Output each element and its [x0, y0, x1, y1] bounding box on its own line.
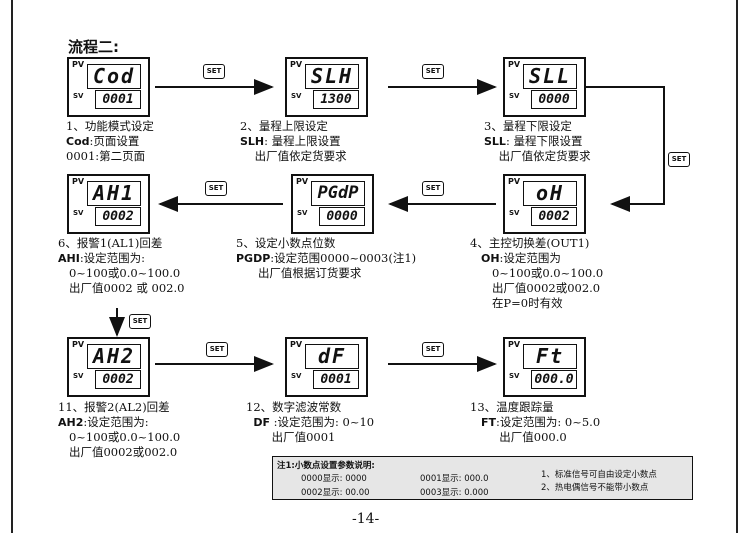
set-button[interactable]: SET [203, 64, 225, 79]
page-border-left [11, 0, 13, 533]
display-panel-pgdp: PV PGdP SV 0000 [291, 174, 374, 234]
pv-label: PV [72, 177, 85, 186]
pv-label: PV [508, 60, 521, 69]
pv-label: PV [508, 340, 521, 349]
desc-df: 12、数字滤波常数 DF :设定范围为: 0~10 出厂值0001 [246, 400, 375, 444]
pv-display: oH [523, 181, 577, 206]
note-box: 注1:小数点设置参数说明: 0000显示: 0000 0001显示: 000.0… [272, 456, 693, 500]
desc-ft: 13、温度跟踪量 FT:设定范围为: 0~5.0 出厂值000.0 [470, 400, 601, 444]
pv-label: PV [296, 177, 309, 186]
sv-label: SV [73, 372, 84, 380]
note-title: 注1:小数点设置参数说明: [277, 461, 375, 471]
set-button[interactable]: SET [422, 342, 444, 357]
sv-label: SV [509, 92, 520, 100]
pv-display: Ft [523, 344, 577, 369]
display-panel-df: PV dF SV 0001 [285, 337, 368, 397]
desc-slh: 2、量程上限设定 SLH: 量程上限设置 出厂值依定货要求 [240, 119, 347, 163]
display-panel-ah2: PV AH2 SV 0002 [67, 337, 150, 397]
sv-display: 0002 [95, 370, 141, 389]
note-item: 0001显示: 000.0 [420, 474, 489, 484]
page-border-right [736, 0, 738, 533]
pv-display: SLH [305, 64, 359, 89]
desc-pgdp: 5、设定小数点位数 PGDP:设定范围0000~0003(注1) 出厂值根据订货… [236, 236, 417, 280]
desc-ah1: 6、报警1(AL1)回差 AHI:设定范围为: 0~100或0.0~100.0 … [58, 236, 185, 295]
desc-sll: 3、量程下限设定 SLL: 量程下限设置 出厂值依定货要求 [484, 119, 591, 163]
note-item: 2、热电偶信号不能带小数点 [541, 483, 649, 493]
note-item: 1、标准信号可自由设定小数点 [541, 470, 657, 480]
note-item: 0000显示: 0000 [301, 474, 367, 484]
pv-display: AH1 [87, 181, 141, 206]
desc-ah2: 11、报警2(AL2)回差 AH2:设定范围为: 0~100或0.0~100.0… [58, 400, 181, 459]
sv-label: SV [291, 372, 302, 380]
sv-label: SV [73, 92, 84, 100]
sv-label: SV [297, 209, 308, 217]
pv-display: dF [305, 344, 359, 369]
display-panel-ft: PV Ft SV 000.0 [503, 337, 586, 397]
page-heading: 流程二: [68, 38, 119, 56]
sv-label: SV [509, 209, 520, 217]
sv-display: 1300 [313, 90, 359, 109]
set-button[interactable]: SET [205, 181, 227, 196]
pv-label: PV [72, 340, 85, 349]
note-item: 0002显示: 00.00 [301, 488, 370, 498]
set-button[interactable]: SET [129, 314, 151, 329]
note-item: 0003显示: 0.000 [420, 488, 489, 498]
set-button[interactable]: SET [422, 181, 444, 196]
display-panel-ah1: PV AH1 SV 0002 [67, 174, 150, 234]
sv-display: 0001 [95, 90, 141, 109]
sv-label: SV [509, 372, 520, 380]
arrow-3-4 [580, 86, 665, 212]
display-panel-sll: PV SLL SV 0000 [503, 57, 586, 117]
sv-display: 000.0 [531, 370, 577, 389]
pv-label: PV [508, 177, 521, 186]
desc-cod: 1、功能模式设定 Cod:页面设置 0001:第二页面 [66, 119, 154, 163]
sv-display: 0000 [531, 90, 577, 109]
pv-label: PV [290, 340, 303, 349]
display-panel-cod: PV Cod SV 0001 [67, 57, 150, 117]
display-panel-slh: PV SLH SV 1300 [285, 57, 368, 117]
desc-oh: 4、主控切换差(OUT1) OH:设定范围为 0~100或0.0~100.0 出… [470, 236, 604, 310]
sv-display: 0000 [319, 207, 365, 226]
sv-label: SV [291, 92, 302, 100]
pv-display: Cod [87, 64, 141, 89]
sv-display: 0002 [95, 207, 141, 226]
pv-label: PV [290, 60, 303, 69]
display-panel-oh: PV oH SV 0002 [503, 174, 586, 234]
set-button[interactable]: SET [206, 342, 228, 357]
sv-display: 0001 [313, 370, 359, 389]
set-button[interactable]: SET [668, 152, 690, 167]
pv-display: AH2 [87, 344, 141, 369]
set-button[interactable]: SET [422, 64, 444, 79]
sv-label: SV [73, 209, 84, 217]
pv-label: PV [72, 60, 85, 69]
sv-display: 0002 [531, 207, 577, 226]
page-number: -14- [352, 511, 380, 527]
pv-display: PGdP [311, 181, 365, 206]
pv-display: SLL [523, 64, 577, 89]
